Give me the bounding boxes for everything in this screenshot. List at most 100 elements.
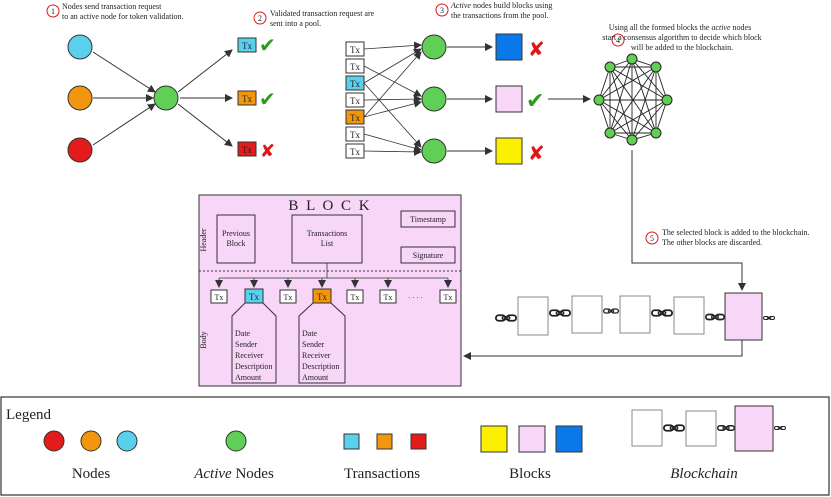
step-5: 5 The selected block is added to the blo… [645, 228, 810, 247]
active-node-2 [421, 86, 447, 112]
step-5-number: 5 [650, 234, 654, 243]
chain-block [517, 296, 549, 336]
step-1-line2: to an active node for token validation. [62, 12, 184, 21]
step-5-line2: The other blocks are discarded. [662, 238, 762, 247]
tx-label: Tx [351, 293, 360, 302]
network-node [593, 94, 605, 106]
blockchain [495, 292, 775, 341]
block-yellow [495, 137, 523, 165]
signature-box [400, 246, 456, 264]
step-2-number: 2 [258, 14, 262, 23]
legend-block-yellow [480, 425, 508, 453]
chain-block [673, 296, 705, 335]
arrow [177, 49, 233, 93]
legend-blockchain-icon [631, 405, 786, 452]
tx-label: Tx [384, 293, 393, 302]
header-label: Header [199, 228, 208, 251]
cross-icon: ✘ [528, 37, 545, 61]
legend-transactions: Transactions [344, 466, 420, 482]
block-blue [495, 33, 523, 61]
tx-detail-orange [298, 302, 346, 384]
chain-block [619, 295, 651, 334]
step-4-line1: Using all the formed blocks the active n… [609, 23, 751, 32]
step-2-line2: sent into a pool. [270, 19, 321, 28]
check-icon: ✔ [259, 87, 276, 111]
legend-block-blue [555, 425, 583, 453]
tx-label: Tx [242, 94, 252, 104]
svg-text:Date: Date [235, 329, 251, 338]
check-icon: ✔ [526, 89, 544, 114]
svg-text:Date: Date [302, 329, 318, 338]
chain-block [571, 295, 603, 334]
step-1-number: 1 [51, 7, 55, 16]
legend-tx-red [410, 433, 427, 450]
step-4-line3: will be added to the blockchain. [631, 43, 733, 52]
previous-block-box [216, 214, 256, 264]
node-red [67, 137, 93, 163]
validated-tx-orange: Tx [237, 90, 257, 106]
legend-nodes: Nodes [72, 466, 110, 482]
arrow [92, 51, 156, 93]
legend-tx-orange [376, 433, 393, 450]
rejected-tx-red: Tx [237, 141, 257, 157]
legend-node-cyan [116, 430, 138, 452]
transactions-list-line1: Transactions [307, 229, 348, 238]
tx-label: Tx [242, 145, 252, 155]
network-node [626, 53, 638, 65]
network-node [604, 61, 616, 73]
network-node [650, 127, 662, 139]
svg-text:Receiver: Receiver [235, 351, 264, 360]
arrow [177, 103, 233, 147]
network-node [661, 94, 673, 106]
step-4: 4 Using all the formed blocks the active… [602, 23, 761, 52]
validated-tx-cyan: Tx [237, 37, 257, 53]
tx-label: Tx [317, 292, 327, 302]
chain-block-new [724, 292, 763, 341]
tx-fields-orange: Date Sender Receiver Description Amount [302, 329, 339, 382]
svg-text:Sender: Sender [235, 340, 258, 349]
tx-fields-cyan: Date Sender Receiver Description Amount [235, 329, 272, 382]
tx-label: Tx [242, 41, 252, 51]
body-label: Body [199, 331, 208, 348]
tx-label: Tx [350, 113, 360, 123]
signature-label: Signature [413, 251, 444, 260]
step-5-line1: The selected block is added to the block… [662, 228, 810, 237]
legend: Legend Nodes Active Nodes Transactions B… [0, 396, 830, 496]
step-1-line1: Nodes send transaction request [62, 2, 162, 11]
step-3-line1: Active nodes build blocks using [450, 1, 552, 10]
tx-label: Tx [350, 79, 360, 89]
tx-label: Tx [350, 130, 360, 140]
node-orange [67, 85, 93, 111]
cross-icon: ✘ [260, 141, 275, 162]
step-3-number: 3 [440, 6, 444, 15]
tx-label: Tx [215, 293, 224, 302]
transactions-list-box [291, 214, 363, 264]
timestamp-label: Timestamp [410, 215, 446, 224]
block-detail: B L O C K Header Body Previous Block Tra… [198, 194, 462, 387]
step-3: 3 Active nodes build blocks using the tr… [435, 1, 552, 20]
svg-text:Sender: Sender [302, 340, 325, 349]
transactions-list-line2: List [321, 239, 334, 248]
legend-blocks: Blocks [509, 466, 551, 482]
network-node [650, 61, 662, 73]
legend-block-pink [518, 425, 546, 453]
step-3-line2: the transactions from the pool. [451, 11, 549, 20]
pool-to-active-arrows [363, 41, 422, 156]
block-title: B L O C K [288, 198, 371, 214]
svg-text:Receiver: Receiver [302, 351, 331, 360]
request-arrows [92, 49, 233, 147]
active-node-3 [421, 138, 447, 164]
arrow-to-block-detail [463, 340, 743, 360]
tx-detail-cyan [231, 302, 277, 384]
legend-active-nodes: Active Nodes [193, 466, 274, 482]
ellipsis: · · · · [408, 294, 423, 302]
svg-text:Amount: Amount [235, 373, 262, 382]
step-4-line2: start a consensus algorithm to decide wh… [602, 33, 761, 42]
legend-title: Legend [6, 407, 51, 423]
previous-block-line2: Block [226, 239, 245, 248]
cross-icon: ✘ [528, 141, 545, 165]
step-2: 2 Validated transaction request are sent… [253, 9, 375, 28]
check-icon: ✔ [259, 33, 276, 57]
tx-label: Tx [350, 62, 360, 72]
